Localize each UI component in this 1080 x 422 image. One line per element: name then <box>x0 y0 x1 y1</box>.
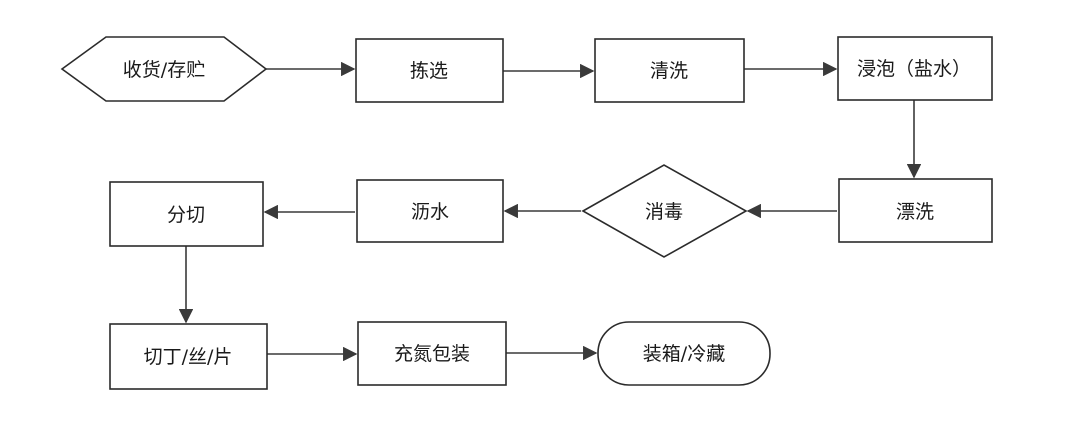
node-soak-brine: 浸泡（盐水） <box>837 36 993 101</box>
node-box-refrigerate-label: 装箱/冷藏 <box>643 343 725 365</box>
node-wash-label: 清洗 <box>650 60 688 82</box>
node-rinse-label: 漂洗 <box>896 201 934 223</box>
node-rinse: 漂洗 <box>838 178 993 243</box>
node-nitrogen-packaging-label: 充氮包装 <box>394 343 470 365</box>
node-receive-storage: 收货/存贮 <box>60 36 268 102</box>
node-drain: 沥水 <box>356 179 504 243</box>
node-wash: 清洗 <box>594 38 745 103</box>
node-drain-label: 沥水 <box>411 201 449 223</box>
node-disinfect: 消毒 <box>581 164 748 258</box>
connectors <box>178 61 922 362</box>
node-divide: 分切 <box>109 181 264 247</box>
node-box-refrigerate: 装箱/冷藏 <box>597 321 771 386</box>
node-receive-storage-label: 收货/存贮 <box>123 59 205 81</box>
node-sort: 拣选 <box>355 38 504 103</box>
node-nitrogen-packaging: 充氮包装 <box>357 321 507 386</box>
node-disinfect-label: 消毒 <box>645 201 683 223</box>
node-dice-shred-slice: 切丁/丝/片 <box>109 323 268 390</box>
node-dice-shred-slice-label: 切丁/丝/片 <box>144 346 233 368</box>
node-divide-label: 分切 <box>167 204 205 226</box>
node-soak-brine-label: 浸泡（盐水） <box>857 58 971 80</box>
node-sort-label: 拣选 <box>410 60 448 82</box>
